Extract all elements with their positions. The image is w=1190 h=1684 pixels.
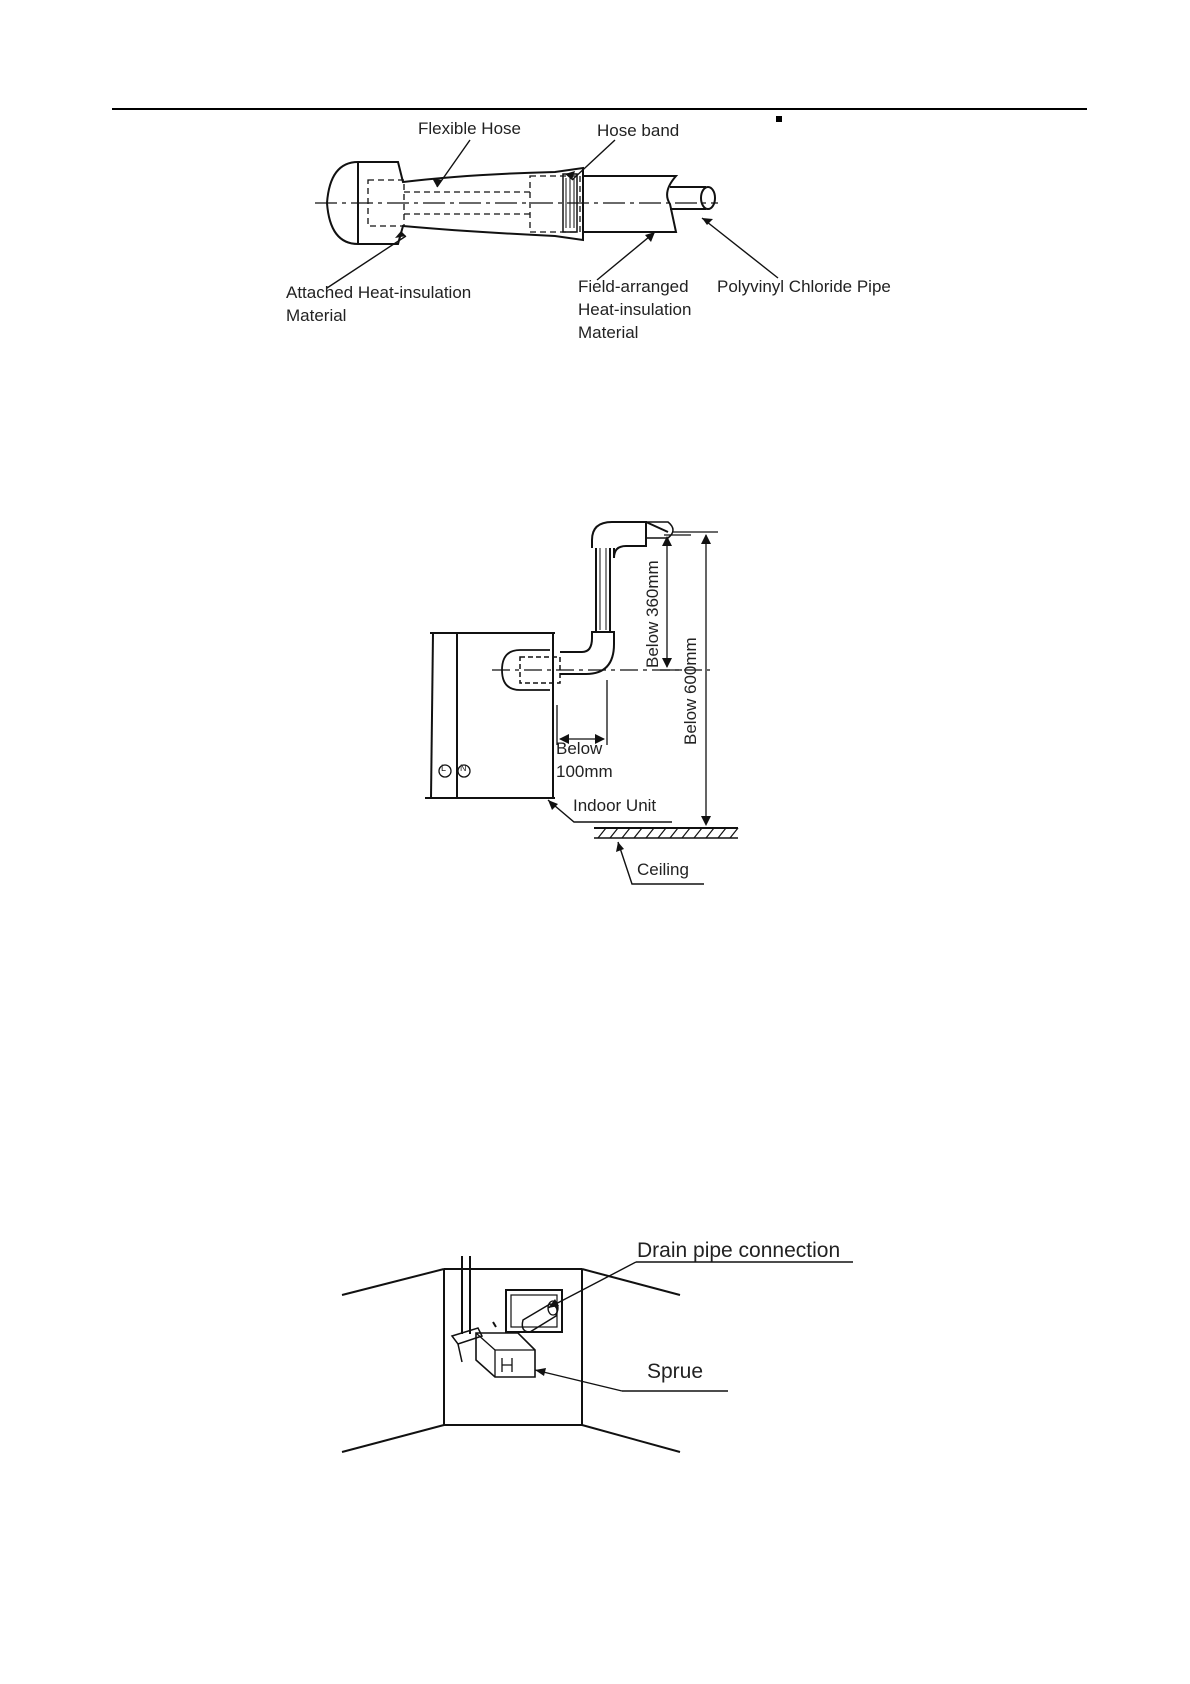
drain-connection-label: Drain pipe connection xyxy=(637,1238,840,1264)
sprue-label: Sprue xyxy=(647,1359,703,1385)
